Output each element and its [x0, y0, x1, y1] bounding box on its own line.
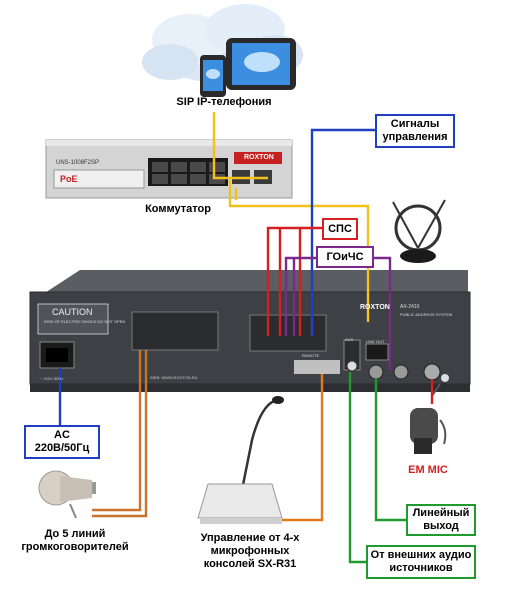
line-out-line	[374, 378, 406, 522]
amp-sub-label: PUBLIC ADDRESS SYSTEM	[400, 312, 453, 317]
external-audio-box: От внешних аудио источников	[366, 545, 476, 579]
speakers-label: До 5 линий громкоговорителей	[21, 528, 129, 553]
control-signals-box: Сигналы управления	[375, 114, 455, 148]
goichs-line	[284, 256, 392, 370]
external-audio-line	[348, 372, 366, 564]
switch-device	[45, 139, 293, 199]
speaker-line	[92, 350, 148, 518]
goichs-box: ГОиЧС	[316, 246, 374, 268]
amp-web-label: WEB: WWW.ROXTON.RU	[150, 375, 198, 380]
microphone-console-icon	[197, 396, 284, 524]
switch-poe-label: PoE	[60, 174, 78, 184]
em-microphone-icon	[410, 383, 447, 454]
amp-line-out-label: LINE OUT	[366, 339, 385, 344]
amp-model-label: AX-2410	[400, 304, 420, 310]
amplifier-device	[29, 270, 471, 392]
antenna-icon	[392, 199, 446, 263]
amp-brand-label: ROXTON	[360, 304, 390, 311]
consoles-label: Управление от 4-х микрофонных консолей S…	[200, 532, 300, 570]
amp-remote-label: REMOTE	[302, 353, 320, 358]
amp-aux-label: AUX	[345, 337, 354, 342]
sps-line	[266, 226, 322, 336]
amp-caution-label: CAUTION	[52, 307, 93, 317]
switch-brand-label: ROXTON	[244, 154, 274, 161]
phone-icon	[200, 55, 226, 97]
switch-model-label: UNS-1008F2SP	[56, 160, 100, 166]
amp-caution-sub-label: RISK OF ELECTRIC SHOCK DO NOT OPEN	[44, 319, 126, 324]
switch-label: Коммутатор	[145, 203, 211, 215]
console-line	[282, 374, 324, 522]
sip-label: SIP IP-телефония	[176, 96, 272, 108]
ac-box: AC 220В/50Гц	[24, 425, 100, 459]
control-signals-line	[310, 128, 375, 336]
tablet-icon	[226, 38, 296, 90]
sps-box: СПС	[322, 218, 358, 240]
amp-voltage-label: ~ 220V 50Hz	[40, 376, 64, 381]
loudspeaker-icon	[38, 470, 96, 519]
em-mic-label: EM MIC	[408, 464, 448, 476]
line-out-box: Линейный выход	[406, 504, 476, 536]
